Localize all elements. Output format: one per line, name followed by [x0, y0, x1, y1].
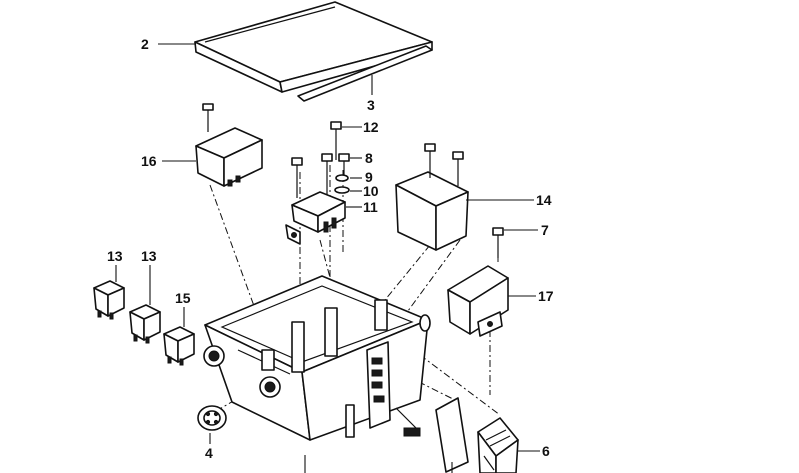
- callout-13-right: 13: [141, 248, 157, 264]
- bottom-guide-ticks: [304, 455, 453, 473]
- part-connector-plug-4: [197, 405, 227, 431]
- callout-7: 7: [541, 222, 549, 238]
- part-control-unit-14: [395, 143, 469, 251]
- part-relay-module-16: [195, 103, 263, 187]
- callout-16: 16: [141, 153, 157, 169]
- leader-lines: [115, 43, 540, 452]
- callout-14: 14: [536, 192, 552, 208]
- callout-13-left: 13: [107, 248, 123, 264]
- callout-6: 6: [542, 443, 550, 459]
- part-small-relay-13b: [129, 304, 161, 344]
- part-module-17: [447, 265, 509, 337]
- callout-17: 17: [538, 288, 554, 304]
- callout-8: 8: [365, 150, 373, 166]
- callout-10: 10: [363, 183, 379, 199]
- part-small-relay-13a: [93, 280, 125, 320]
- callout-3: 3: [367, 97, 375, 113]
- part-seal-strip: [297, 45, 433, 102]
- part-lid: [194, 1, 433, 93]
- callout-4: 4: [205, 445, 213, 461]
- callout-labels: 2 3 16 12 8 9 10 11 14 7 13 13 15 17 4 6: [107, 36, 554, 461]
- part-screw-7: [492, 227, 504, 258]
- part-housing-box: [203, 275, 431, 441]
- part-small-relay-15: [163, 326, 195, 366]
- callout-12: 12: [363, 119, 379, 135]
- part-fuse-carrier: [435, 397, 469, 473]
- callout-2: 2: [141, 36, 149, 52]
- callout-11: 11: [363, 199, 378, 215]
- callout-15: 15: [175, 290, 191, 306]
- callout-9: 9: [365, 169, 373, 185]
- part-screws-center: [291, 121, 350, 198]
- part-relay-11: [285, 191, 346, 245]
- part-fuse-holder-6: [477, 417, 519, 473]
